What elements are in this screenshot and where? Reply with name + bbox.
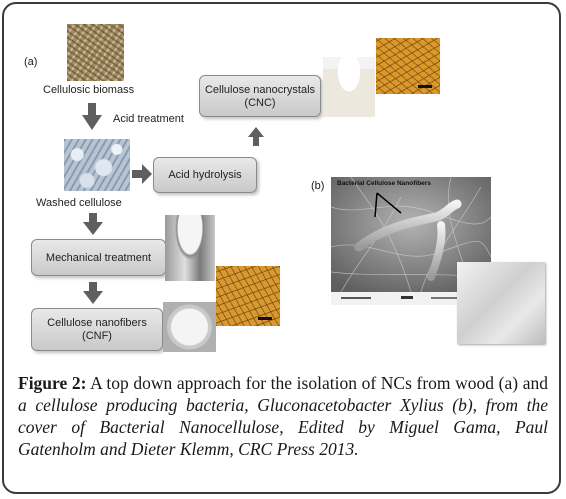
cnf-line1: Cellulose nanofibers — [47, 317, 147, 329]
cellulosic-biomass-label: Cellulosic biomass — [43, 84, 135, 96]
arrow-biomass-to-washed — [82, 103, 102, 130]
cnf-scale-bar — [258, 317, 272, 320]
cnf-box: Cellulose nanofibers (CNF) — [31, 308, 163, 351]
cnc-line1: Cellulose nanocrystals — [204, 84, 316, 96]
arrow-washed-to-mechanical — [83, 213, 103, 235]
acid-treatment-label: Acid treatment — [113, 113, 184, 125]
cnc-line2: (CNC) — [244, 97, 276, 109]
cnf-gel-photo — [163, 302, 216, 352]
mechanical-treatment-box: Mechanical treatment — [31, 239, 166, 276]
cnc-suspension-photo — [323, 57, 375, 117]
arrow-mechanical-to-cnf — [83, 282, 103, 304]
bacterium-rod-1 — [354, 199, 462, 252]
cnc-micrograph — [376, 38, 440, 94]
caption-text-plain: A top down approach for the isolation of… — [86, 373, 548, 393]
bacterium-rod-2 — [427, 221, 446, 281]
bc-membrane-photo — [457, 262, 545, 344]
acid-hydrolysis-box: Acid hydrolysis — [153, 157, 257, 193]
cnc-scale-bar — [418, 85, 432, 88]
washed-cellulose-label: Washed cellulose — [36, 197, 122, 209]
cnc-box: Cellulose nanocrystals (CNC) — [199, 75, 321, 117]
annotation-arrow-2 — [376, 192, 402, 214]
washed-cellulose-photo — [64, 139, 130, 191]
sem-scale-bar — [401, 296, 413, 299]
caption-text-italic: a cellulose producing bacteria, Gluconac… — [18, 395, 548, 459]
sem-info-text-mark — [341, 297, 371, 299]
acid-hydrolysis-label: Acid hydrolysis — [168, 169, 242, 181]
mechanical-treatment-label: Mechanical treatment — [45, 251, 152, 264]
figure-label: Figure 2: — [18, 373, 87, 393]
cnf-micrograph — [216, 266, 280, 326]
homogenizer-photo — [165, 215, 215, 281]
figure-frame — [2, 2, 561, 494]
panel-b-label: (b) — [311, 180, 325, 192]
arrow-hydrolysis-to-cnc — [248, 127, 264, 146]
cnf-line2: (CNF) — [82, 330, 112, 342]
arrow-washed-to-hydrolysis — [132, 164, 152, 184]
sem-info-text-mark-2 — [431, 297, 471, 299]
sem-annotation-label: Bacterial Cellulose Nanofibers — [337, 180, 431, 187]
figure-caption: Figure 2: A top down approach for the is… — [18, 372, 548, 460]
panel-a-label: (a) — [24, 56, 38, 68]
biomass-photo — [67, 24, 124, 81]
annotation-arrow-1 — [374, 192, 378, 218]
